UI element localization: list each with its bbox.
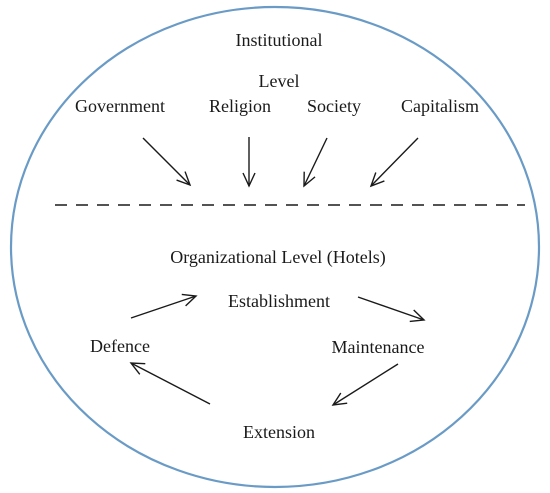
force-society: Society bbox=[307, 96, 361, 116]
arrow-defence-to-establishment bbox=[130, 293, 198, 319]
force-government: Government bbox=[75, 96, 165, 116]
force-religion: Religion bbox=[209, 96, 271, 116]
organizational-title: Organizational Level (Hotels) bbox=[170, 247, 386, 268]
institutional-level-label: Level bbox=[259, 71, 300, 91]
stage-establishment: Establishment bbox=[228, 291, 330, 311]
institutional-title: Institutional bbox=[236, 30, 323, 50]
arrow-society bbox=[303, 137, 328, 188]
stage-maintenance: Maintenance bbox=[332, 337, 425, 357]
arrow-extension-to-defence bbox=[129, 362, 211, 405]
arrow-government bbox=[142, 137, 192, 187]
arrow-establishment-to-maintenance bbox=[357, 296, 426, 323]
stage-defence: Defence bbox=[90, 336, 150, 356]
stage-extension: Extension bbox=[243, 422, 315, 442]
force-capitalism: Capitalism bbox=[401, 96, 479, 116]
boundary-ellipse bbox=[9, 5, 541, 489]
arrow-maintenance-to-extension bbox=[331, 363, 399, 406]
arrow-capitalism bbox=[369, 137, 419, 188]
